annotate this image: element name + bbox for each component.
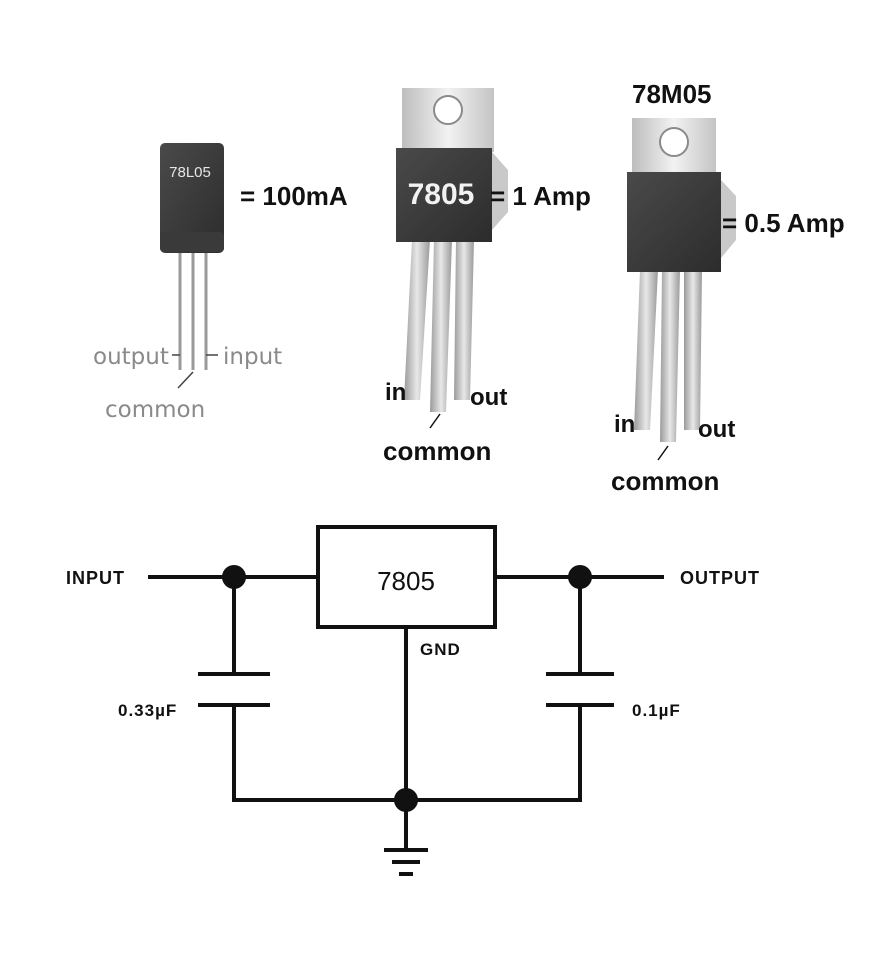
to220m-part-label: 78M05 [632,79,712,109]
ground-symbol-icon [384,848,428,876]
to92-part-label: 78L05 [169,164,211,181]
junction-input [222,565,246,589]
to220m-out-label: out [698,416,735,443]
to92-input-label: input [223,344,282,370]
to92-body [160,143,224,253]
schematic: 7805 GND 0.33µF 0.1µF INPUT OUTPUT [66,525,760,876]
to220m-rating-label: = 0.5 Amp [722,208,845,238]
regulator-box [316,525,497,629]
to220-rating-label: = 1 Amp [490,181,591,211]
to92-common-label: common [105,397,205,423]
to220-mount-hole [433,95,463,125]
regulator-label: 7805 [377,566,435,596]
to220-part-label: 7805 [408,178,475,211]
to220m-common-label: common [611,466,719,496]
gnd-label: GND [420,640,461,659]
to92-package: 78L05 = 100mA output input common [93,143,348,423]
to220-common-label: common [383,436,491,466]
to220m-leads [634,270,702,442]
to220-leads [404,240,474,412]
to220m-body [627,172,721,272]
to220m-package: 78M05 = 0.5 Amp in out common [611,79,845,496]
to92-rating-label: = 100mA [240,181,348,211]
junction-output [568,565,592,589]
to220m-mount-hole [659,127,689,157]
to92-output-label: output [93,344,169,370]
cap-out-label: 0.1µF [632,701,681,720]
to220-body [396,148,492,242]
to220-out-label: out [470,384,507,411]
to92-leads [178,252,208,370]
to220m-in-label: in [614,411,635,438]
output-label: OUTPUT [680,568,760,588]
to220-package: 7805 = 1 Amp in out common [383,88,591,466]
to220-in-label: in [385,379,406,406]
cap-in-label: 0.33µF [118,701,177,720]
input-label: INPUT [66,568,125,588]
